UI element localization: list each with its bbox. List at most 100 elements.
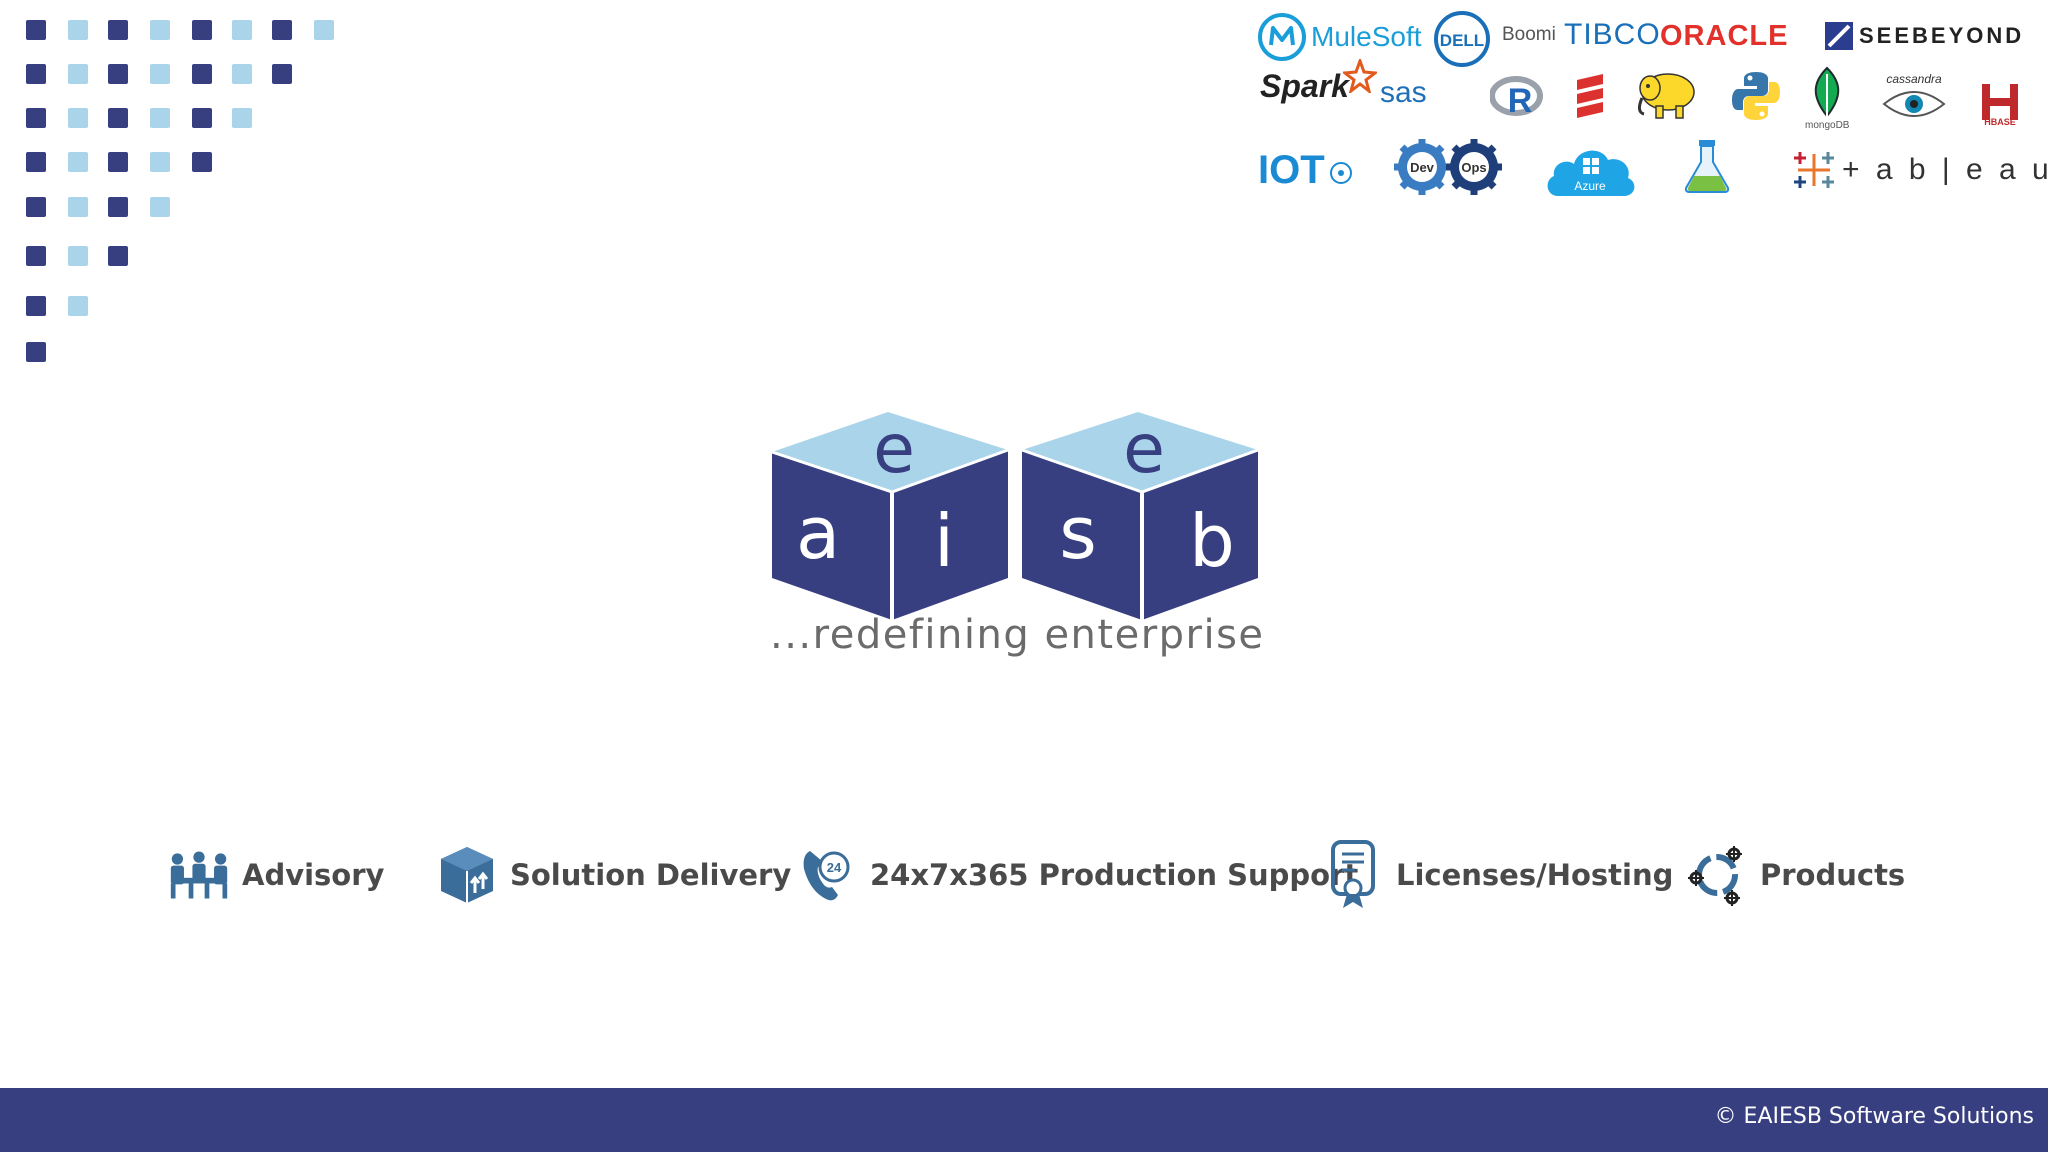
svg-text:Ops: Ops xyxy=(1461,160,1486,175)
brand-letter-a: a xyxy=(796,491,840,575)
decorative-square xyxy=(272,64,292,84)
mulesoft-label: MuleSoft xyxy=(1311,21,1422,52)
decorative-square xyxy=(108,197,128,217)
decorative-square-pattern xyxy=(0,0,400,400)
oracle-label: ORACLE xyxy=(1660,20,1789,52)
decorative-square xyxy=(232,20,252,40)
decorative-square xyxy=(26,152,46,172)
hbase-label: HBASE xyxy=(1984,117,2016,126)
azure-cloud-icon: Azure xyxy=(1547,150,1635,196)
azure-logo: Azure xyxy=(1542,140,1638,198)
decorative-square xyxy=(26,342,46,362)
r-icon: R xyxy=(1490,76,1543,120)
decorative-square xyxy=(26,20,46,40)
iot-logo: IOT xyxy=(1258,148,1357,193)
scala-logo xyxy=(1575,72,1605,120)
service-label-products: Products xyxy=(1760,858,1906,892)
r-label: R xyxy=(1508,82,1533,120)
seebeyond-logo: SEEBEYOND xyxy=(1825,22,2024,50)
flask-logo xyxy=(1682,138,1732,194)
iot-signal-icon xyxy=(1329,161,1352,184)
mulesoft-icon xyxy=(1258,13,1306,61)
svg-text:24: 24 xyxy=(827,860,842,875)
decorative-square xyxy=(108,108,128,128)
service-solution-delivery: Solution Delivery xyxy=(436,840,791,910)
copyright-text: © EAIESB Software Solutions xyxy=(1714,1104,2034,1129)
service-advisory: Advisory xyxy=(168,840,384,910)
brand-letter-s: s xyxy=(1059,491,1097,575)
hbase-logo: HBASE xyxy=(1978,78,2022,126)
decorative-square xyxy=(68,20,88,40)
decorative-square xyxy=(150,108,170,128)
brand-letter-e1: e xyxy=(873,410,915,489)
decorative-square xyxy=(26,108,46,128)
seebeyond-icon xyxy=(1825,22,1853,50)
dell-logo: DELL xyxy=(1433,10,1491,68)
services-row: Advisory Solution Delivery 24 24x7x365 P… xyxy=(0,840,2048,910)
tibco-label: TIBCO xyxy=(1564,18,1661,51)
service-licenses-hosting: Licenses/Hosting xyxy=(1322,840,1673,910)
dell-icon: DELL xyxy=(1434,11,1490,67)
decorative-square xyxy=(68,64,88,84)
hadoop-logo xyxy=(1634,68,1698,120)
boomi-label: Boomi xyxy=(1502,24,1556,45)
r-logo: R xyxy=(1490,74,1544,120)
spark-logo: Spark xyxy=(1260,58,1377,105)
service-label-advisory: Advisory xyxy=(242,858,385,892)
package-delivery-icon xyxy=(436,844,498,906)
decorative-square xyxy=(192,20,212,40)
sas-logo: sas xyxy=(1380,76,1427,110)
phone-24-icon: 24 xyxy=(796,844,858,906)
decorative-square xyxy=(68,152,88,172)
seebeyond-label: SEEBEYOND xyxy=(1859,23,2025,48)
iot-label: IOT xyxy=(1258,148,1325,192)
sas-label: sas xyxy=(1380,76,1427,109)
mulesoft-logo: MuleSoft xyxy=(1257,12,1422,62)
boomi-logo: Boomi xyxy=(1502,24,1556,46)
devops-gears-icon: Dev Ops xyxy=(1394,139,1502,195)
service-products: Products xyxy=(1686,840,1905,910)
dell-label: DELL xyxy=(1440,31,1484,50)
svg-text:Dev: Dev xyxy=(1410,160,1435,175)
team-meeting-icon xyxy=(168,844,230,906)
spark-star-icon xyxy=(1342,58,1377,93)
decorative-square xyxy=(68,197,88,217)
decorative-square xyxy=(150,152,170,172)
aiesb-brand-logo: e a i e s b xyxy=(760,400,1300,670)
decorative-square xyxy=(108,64,128,84)
brand-tagline: ...redefining enterprise xyxy=(770,612,1265,658)
brand-cube-right: e s b xyxy=(1021,410,1259,620)
tableau-cross-icon xyxy=(1794,152,1834,188)
service-production-support: 24 24x7x365 Production Support xyxy=(796,840,1358,910)
decorative-square xyxy=(26,64,46,84)
gears-icon xyxy=(1686,844,1748,906)
decorative-square xyxy=(232,64,252,84)
decorative-square xyxy=(26,197,46,217)
mongodb-logo: mongoDB xyxy=(1805,66,1849,131)
service-label-production-support: 24x7x365 Production Support xyxy=(870,858,1359,892)
hadoop-elephant-icon xyxy=(1637,73,1695,119)
devops-logo: Dev Ops xyxy=(1390,136,1506,198)
brand-letter-i: i xyxy=(934,499,954,583)
decorative-square xyxy=(26,296,46,316)
decorative-square xyxy=(68,296,88,316)
footer-bar: © EAIESB Software Solutions xyxy=(0,1088,2048,1152)
aiesb-cubes-graphic: e a i e s b xyxy=(771,410,1259,620)
certificate-icon xyxy=(1322,840,1384,908)
python-icon xyxy=(1732,72,1780,120)
decorative-square xyxy=(68,246,88,266)
tibco-logo: TIBCO xyxy=(1564,18,1661,52)
spark-label: Spark xyxy=(1260,68,1349,104)
brand-cube-left: e a i xyxy=(771,410,1009,620)
decorative-square xyxy=(192,152,212,172)
decorative-square xyxy=(192,108,212,128)
decorative-square xyxy=(108,152,128,172)
cassandra-logo: cassandra xyxy=(1882,72,1946,122)
decorative-square xyxy=(150,20,170,40)
decorative-square xyxy=(108,20,128,40)
decorative-square xyxy=(26,246,46,266)
brand-letter-b: b xyxy=(1189,499,1235,583)
tableau-label: + a b | e a u xyxy=(1842,153,2048,186)
mongodb-label: mongoDB xyxy=(1805,120,1850,131)
decorative-square xyxy=(314,20,334,40)
